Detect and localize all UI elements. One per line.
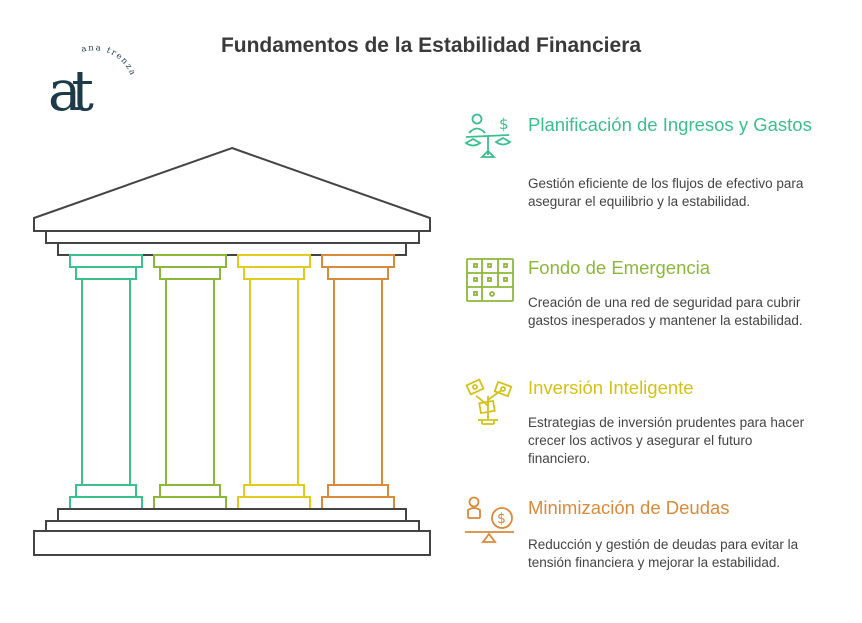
temple-column-2: [153, 254, 227, 510]
item-description: Gestión eficiente de los flujos de efect…: [528, 176, 804, 209]
temple-entablature-top: [45, 230, 420, 244]
temple-base-bottom: [33, 530, 431, 556]
temple-column-4: [321, 254, 395, 510]
item-description: Estrategias de inversión prudentes para …: [528, 415, 805, 466]
svg-text:$: $: [499, 115, 509, 133]
page-title: Fundamentos de la Estabilidad Financiera: [220, 34, 642, 57]
temple-base-top: [57, 508, 407, 522]
temple-column-3: [237, 254, 311, 510]
item-title: Inversión Inteligente: [528, 377, 694, 398]
svg-text:$: $: [497, 511, 506, 527]
item-description: Creación de una red de seguridad para cu…: [528, 295, 803, 328]
money-plant-icon: [465, 378, 513, 425]
temple-entablature-bottom: [57, 242, 407, 256]
brand-logo: ana trenza at: [48, 44, 136, 124]
temple-roof: [33, 146, 431, 232]
item-title: Fondo de Emergencia: [528, 257, 711, 278]
balance-scale-icon: $: [464, 113, 512, 158]
safe-box-icon: [466, 258, 514, 302]
debt-balance-icon: $: [465, 496, 514, 543]
temple-column-1: [69, 254, 143, 510]
item-title: Planificación de Ingresos y Gastos: [528, 114, 812, 135]
item-title: Minimización de Deudas: [528, 497, 730, 518]
temple-base-middle: [45, 520, 420, 532]
item-description: Reducción y gestión de deudas para evita…: [528, 537, 799, 570]
